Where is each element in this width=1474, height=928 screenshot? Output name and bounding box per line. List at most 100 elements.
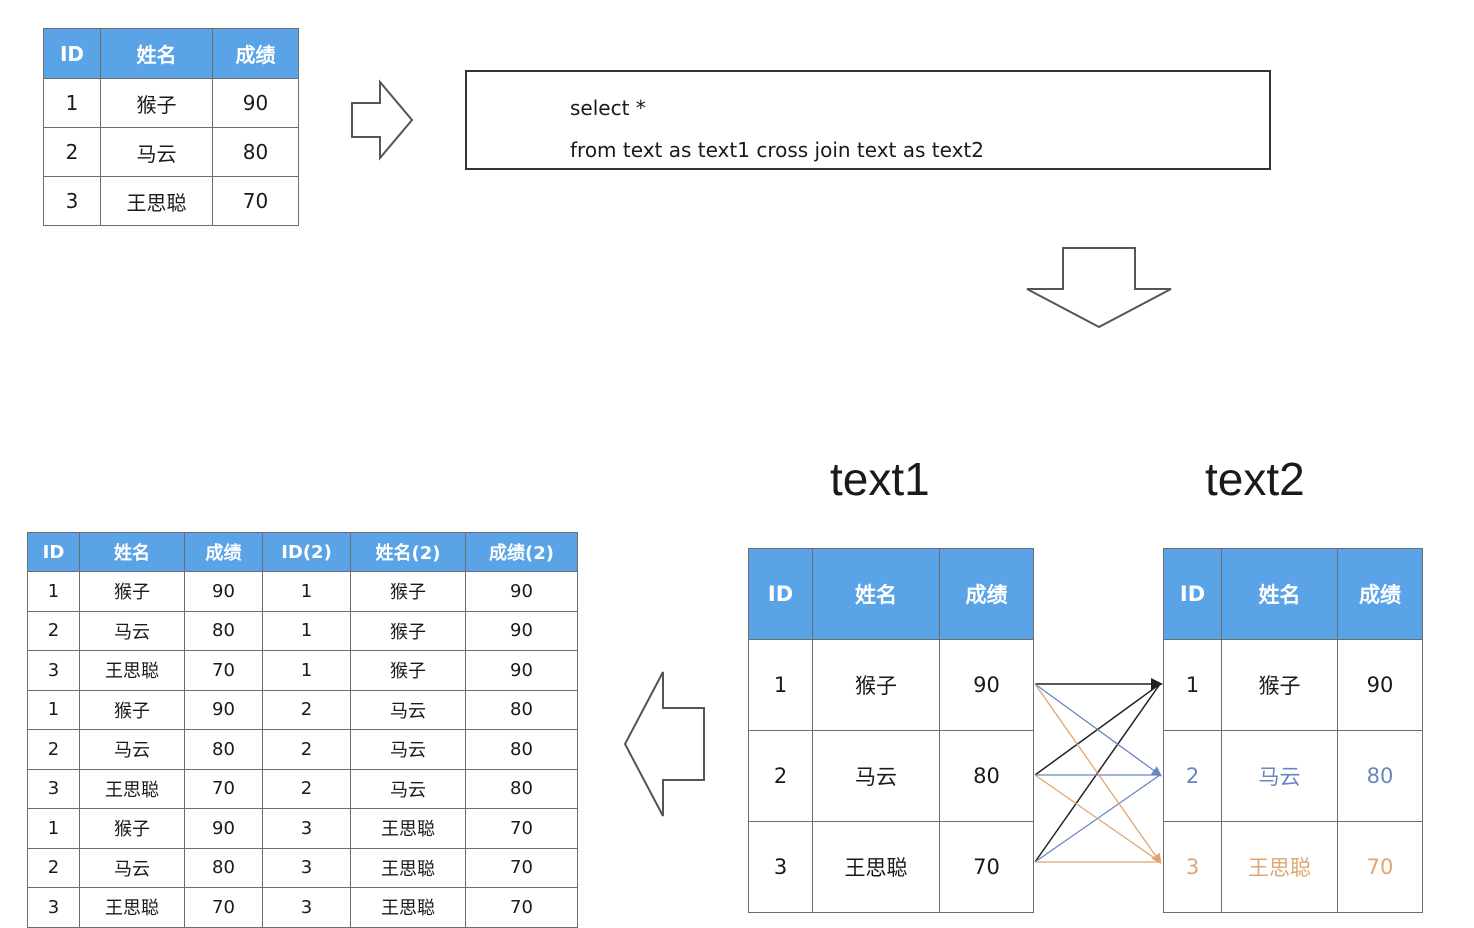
arrow-left-icon [623, 671, 705, 817]
table-cell: 70 [465, 808, 578, 849]
table-cell: 1 [27, 571, 80, 612]
header-cell: ID(2) [262, 532, 351, 572]
table-cell: 马云 [79, 847, 185, 888]
header-cell: ID [27, 532, 80, 572]
arrow-right-icon [351, 79, 414, 161]
join-line-2-3 [1034, 774, 1161, 863]
table-header-row: ID 姓名 成绩 [748, 548, 1034, 640]
table-row: 1 猴子 90 [748, 639, 1034, 731]
table-header-row: ID 姓名 成绩 [43, 28, 299, 79]
header-cell: ID [1163, 548, 1222, 640]
table-cell: 1 [27, 689, 80, 730]
table-cell: 90 [939, 639, 1034, 731]
table-row: 2 马云 80 [748, 730, 1034, 822]
table-cell: 3 [748, 821, 813, 913]
table-cell: 2 [27, 847, 80, 888]
table-cell: 猴子 [812, 639, 940, 731]
table-row: 2 马云 80 [43, 127, 299, 177]
table-row: 3 王思聪 70 [43, 176, 299, 226]
table-cell: 王思聪 [350, 808, 466, 849]
header-cell: 成绩 [939, 548, 1034, 640]
table-cell: 王思聪 [100, 176, 213, 226]
header-cell: 成绩 [184, 532, 263, 572]
table-cell: 1 [43, 78, 101, 128]
table-cell: 猴子 [79, 689, 185, 730]
table-cell: 90 [465, 571, 578, 612]
table-cell: 80 [184, 847, 263, 888]
table-cell: 2 [27, 610, 80, 651]
table-cell: 2 [1163, 730, 1222, 822]
table-cell: 王思聪 [1221, 821, 1338, 913]
table-cell: 1 [262, 650, 351, 691]
table-cell: 王思聪 [79, 768, 185, 809]
table-cell: 马云 [350, 689, 466, 730]
table-cell: 猴子 [79, 571, 185, 612]
table-cell: 3 [27, 768, 80, 809]
table-cell: 2 [262, 729, 351, 770]
table-cell: 王思聪 [350, 887, 466, 928]
table-cell: 王思聪 [79, 650, 185, 691]
table-cell: 80 [465, 768, 578, 809]
table-cell: 王思聪 [812, 821, 940, 913]
table-cell: 马云 [79, 729, 185, 770]
table-cell: 80 [939, 730, 1034, 822]
table-cell: 猴子 [79, 808, 185, 849]
table-cell: 3 [27, 650, 80, 691]
table-cell: 90 [465, 610, 578, 651]
table-cell: 1 [262, 610, 351, 651]
table-cell: 70 [184, 887, 263, 928]
header-cell: 成绩 [1337, 548, 1423, 640]
table-cell: 3 [262, 887, 351, 928]
table-cell: 70 [939, 821, 1034, 913]
table-cell: 3 [262, 808, 351, 849]
table-cell: 90 [465, 650, 578, 691]
table-cell: 1 [262, 571, 351, 612]
table-cell: 80 [1337, 730, 1423, 822]
table-cell: 马云 [350, 768, 466, 809]
text1-table: ID 姓名 成绩 1 猴子 90 2 马云 80 3 王思聪 70 [748, 548, 1034, 913]
table-cell: 猴子 [350, 650, 466, 691]
header-cell: 姓名 [1221, 548, 1338, 640]
join-line-1-2 [1034, 683, 1163, 777]
table-row: 1 猴子 90 [43, 78, 299, 128]
table-cell: 王思聪 [79, 887, 185, 928]
table-cell: 猴子 [100, 78, 213, 128]
table-cell: 80 [184, 729, 263, 770]
header-cell: 姓名(2) [350, 532, 466, 572]
table-row: 3 王思聪 70 [1163, 821, 1423, 913]
join-line-1-3 [1034, 683, 1162, 865]
table-cell: 3 [1163, 821, 1222, 913]
table-cell: 90 [184, 689, 263, 730]
sql-from-line: from text as text1 cross join text as te… [570, 138, 984, 162]
table-cell: 80 [465, 689, 578, 730]
table-cell: 3 [43, 176, 101, 226]
table-cell: 3 [27, 887, 80, 928]
table-header-row: ID 姓名 成绩 [1163, 548, 1423, 640]
table-cell: 3 [262, 847, 351, 888]
table-cell: 80 [184, 610, 263, 651]
text2-table: ID 姓名 成绩 1 猴子 90 2 马云 80 3 王思聪 70 [1163, 548, 1423, 913]
table-cell: 70 [184, 768, 263, 809]
header-cell: 姓名 [812, 548, 940, 640]
table-cell: 90 [1337, 639, 1423, 731]
table-cell: 90 [212, 78, 299, 128]
table-cell: 2 [748, 730, 813, 822]
text2-title: text2 [1205, 453, 1305, 505]
header-cell: ID [43, 28, 101, 79]
table-cell: 马云 [350, 729, 466, 770]
table-cell: 80 [212, 127, 299, 177]
table-cell: 猴子 [350, 571, 466, 612]
table-row: 1 猴子 90 [1163, 639, 1423, 731]
table-cell: 2 [27, 729, 80, 770]
table-cell: 70 [184, 650, 263, 691]
sql-select-line: select * [570, 96, 646, 120]
table-cell: 1 [1163, 639, 1222, 731]
